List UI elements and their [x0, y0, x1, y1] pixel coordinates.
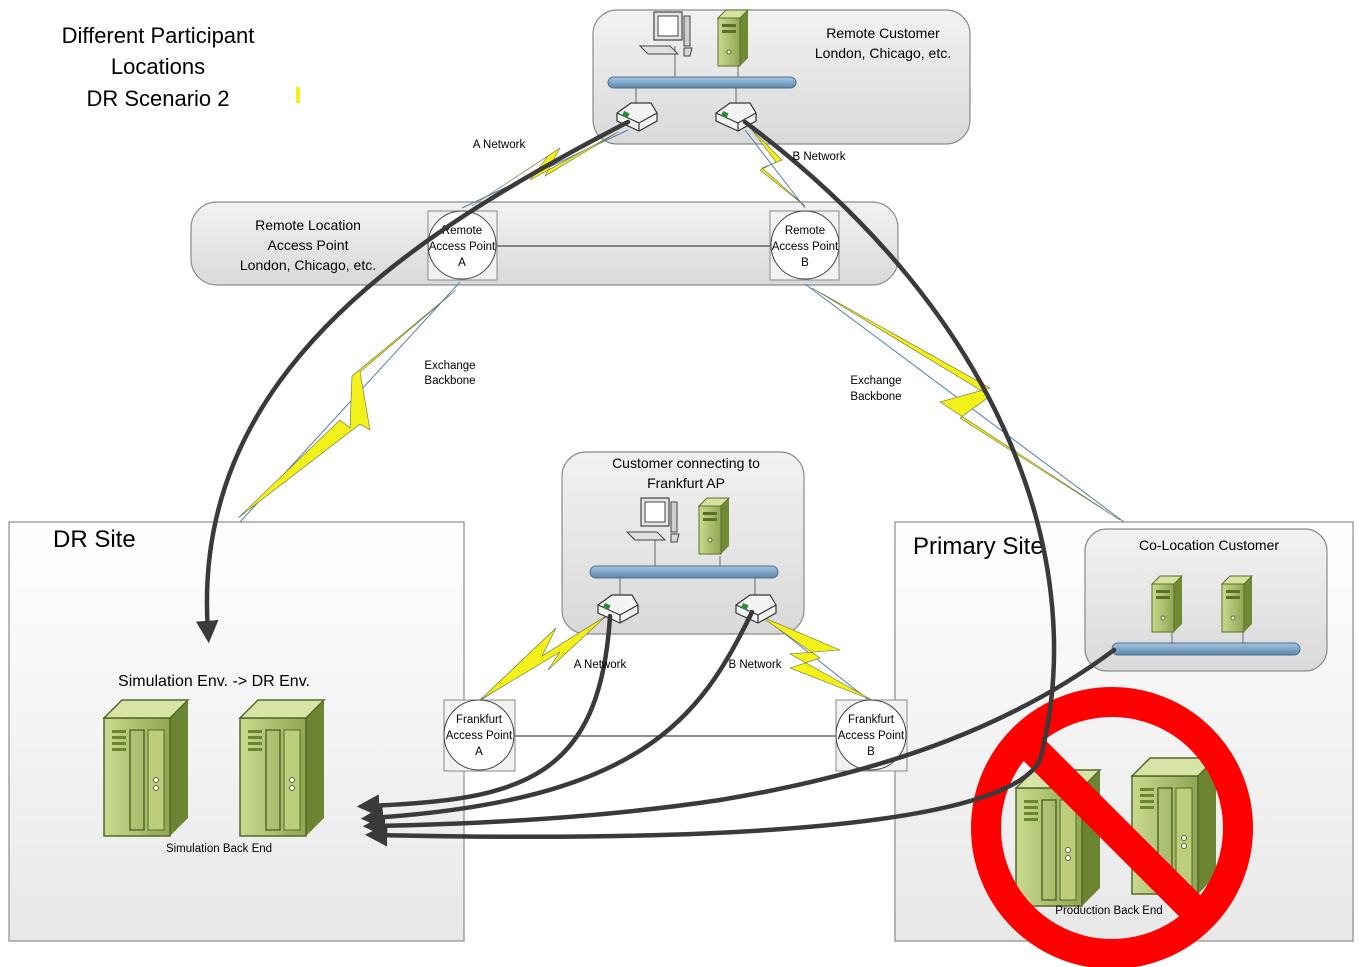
network-bus-bar [589, 565, 779, 579]
simulation-server-icon [239, 699, 325, 837]
remote-ap-a-label: A [458, 257, 466, 269]
remote-ap-b-label: Remote [785, 225, 825, 237]
top-a-network-label: A Network [473, 139, 526, 151]
frankfurt-access-point-b: Frankfurt Access Point B [835, 699, 908, 772]
mid-b-network-label: B Network [728, 659, 781, 671]
frankfurt-ap-b-label: B [867, 746, 875, 758]
colocation-customer-zone [1084, 528, 1328, 672]
frankfurt-ap-a-label: A [475, 746, 483, 758]
frankfurt-ap-a-label: Frankfurt [456, 714, 503, 726]
mid-a-network-label: A Network [574, 659, 627, 671]
prohibited-icon [971, 687, 1253, 967]
dr-site-title: DR Site [53, 526, 136, 553]
dr-site-box [8, 521, 465, 942]
simulation-server-icon [103, 699, 189, 837]
frankfurt-access-point-a: Frankfurt Access Point A [443, 699, 516, 772]
remote-ap-b-label: Access Point [772, 241, 839, 253]
arrow-remote-b-to-dr [364, 119, 1057, 847]
primary-site-title: Primary Site [913, 533, 1044, 560]
colocation-customer-label: Co-Location Customer [1139, 537, 1279, 553]
arrow-frankfurt-a-to-dr [356, 613, 613, 817]
remote-access-point-b: Remote Access Point B [769, 210, 840, 281]
frankfurt-customer-label: Customer connecting to [612, 455, 760, 471]
remote-location-label: London, Chicago, etc. [240, 257, 376, 273]
production-backend-label: Production Back End [1055, 905, 1162, 917]
arrow-colocation-to-dr [362, 647, 1117, 838]
dr-env-label: Simulation Env. -> DR Env. [118, 673, 310, 690]
exchange-backbone-right-label: Backbone [850, 391, 901, 403]
remote-location-label: Access Point [268, 237, 349, 253]
exchange-backbone-left-label: Exchange [424, 360, 475, 372]
lightning-bolt-left-backbone [237, 289, 457, 519]
exchange-backbone-left-label: Backbone [424, 375, 475, 387]
failover-arrows [195, 119, 1117, 847]
arrow-remote-a-to-dr [195, 119, 631, 644]
server-icon [1221, 575, 1253, 633]
lightning-bolt-mid-a [479, 615, 607, 701]
title-line: DR Scenario 2 [86, 86, 229, 111]
network-bus-bar [607, 76, 797, 89]
frankfurt-ap-a-label: Access Point [446, 730, 513, 742]
network-bus-bar [1111, 642, 1301, 656]
diagram-title: Different Participant Locations DR Scena… [62, 23, 255, 111]
simulation-backend-label: Simulation Back End [166, 843, 272, 855]
remote-ap-a-label: Access Point [429, 241, 496, 253]
highlight-mark [296, 87, 300, 103]
frankfurt-customer-zone [561, 451, 805, 635]
arrow-frankfurt-b-to-dr [360, 609, 755, 829]
lightning-bolt-right-backbone [811, 287, 1121, 521]
title-line: Locations [111, 54, 205, 79]
server-icon [1151, 575, 1183, 633]
title-line: Different Participant [62, 23, 255, 48]
frankfurt-ap-b-label: Access Point [838, 730, 905, 742]
exchange-backbone-right-label: Exchange [850, 375, 901, 387]
frankfurt-customer-label: Frankfurt AP [647, 475, 725, 491]
frankfurt-ap-b-label: Frankfurt [848, 714, 895, 726]
remote-ap-a-label: Remote [442, 225, 482, 237]
remote-customer-sublabel: London, Chicago, etc. [815, 45, 951, 61]
remote-location-zone [190, 201, 899, 286]
server-icon [698, 497, 730, 555]
top-b-network-label: B Network [792, 151, 845, 163]
remote-location-label: Remote Location [255, 217, 361, 233]
remote-customer-label: Remote Customer [826, 25, 940, 41]
lightning-bolt-top-b [751, 129, 806, 207]
remote-ap-b-label: B [801, 257, 809, 269]
remote-access-point-a: Remote Access Point A [427, 210, 498, 281]
server-icon [717, 9, 749, 67]
